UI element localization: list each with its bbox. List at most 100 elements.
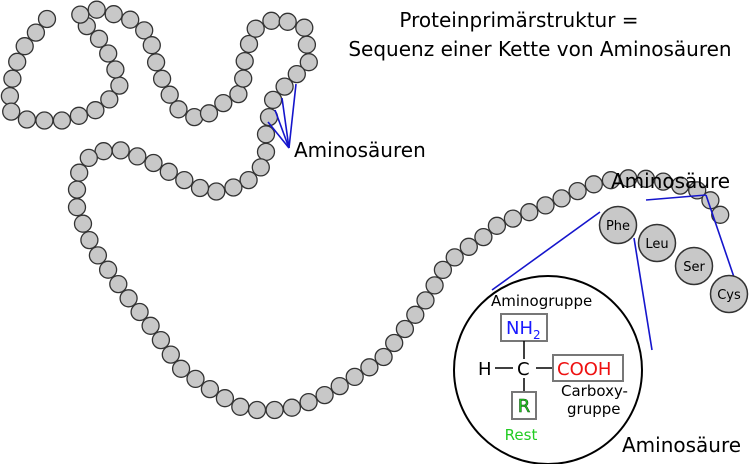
amino-acid-bead: [8, 52, 27, 71]
residue-bead-cys: [709, 274, 749, 314]
amino-acid-bead: [159, 162, 178, 181]
amino-acid-bead: [121, 10, 140, 29]
amino-acid-bead: [251, 158, 270, 177]
residue-label-ser: Ser: [683, 260, 705, 275]
amino-acid-bead: [711, 205, 730, 224]
amino-acid-bead: [171, 359, 191, 378]
amino-acid-bead: [433, 260, 453, 280]
amino-acid-bead: [636, 169, 656, 188]
amino-acid-bead: [503, 209, 523, 228]
amino-acids-label: Aminosäuren: [294, 138, 426, 162]
amino-acid-bead: [144, 153, 163, 173]
amino-acid-bead: [224, 178, 243, 197]
amino-acid-bead: [86, 101, 105, 120]
amino-acid-bead: [406, 305, 425, 324]
amino-acid-bead: [141, 316, 160, 335]
residue-box: [511, 391, 537, 420]
amino-acid-bead: [169, 100, 188, 119]
amino-acid-bead: [160, 85, 179, 104]
amino-acid-bead: [256, 125, 276, 144]
residue-bead-phe: [598, 205, 638, 245]
amino-acid-bead: [654, 172, 673, 191]
amino-acid-bead: [239, 170, 258, 190]
amino-acid-bead: [275, 77, 294, 96]
residue-beads: Phe Leu Ser Cys: [598, 205, 749, 314]
residue-label-phe: Phe: [606, 219, 630, 234]
carbon-atom: C: [517, 359, 530, 380]
amino-acid-bead: [416, 291, 435, 310]
amino-acid-bead: [161, 345, 180, 364]
amino-acid-structure: Aminogruppe NH2 C H COOH Carboxy- gruppe…: [478, 292, 628, 444]
amino-acid-bead: [345, 367, 364, 387]
amino-acid-bead: [459, 237, 478, 256]
amino-acid-bead: [385, 333, 404, 353]
amino-acid-bead: [106, 60, 125, 79]
amino-acid-bead: [374, 347, 393, 367]
amino-acid-bead: [52, 111, 72, 130]
amino-acid-bead: [99, 44, 118, 63]
amino-acid-label-top: Aminosäure: [611, 169, 730, 193]
amino-acid-bead: [263, 90, 283, 110]
amino-acid-bead: [88, 246, 108, 265]
amino-acid-bead: [671, 176, 690, 195]
amino-group-formula: NH2: [506, 318, 541, 342]
amino-acid-bead: [315, 385, 334, 405]
residue-bead-leu: [637, 223, 677, 263]
amino-acid-bead: [2, 102, 21, 121]
amino-acid-bead: [119, 289, 138, 308]
residue-symbol: R: [518, 396, 531, 417]
amino-acid-bead: [487, 216, 507, 235]
amino-acid-bead: [175, 170, 194, 190]
amino-acid-bead: [552, 189, 571, 208]
amino-acid-bead: [80, 230, 99, 250]
amino-acid-bead: [142, 36, 161, 55]
amino-acid-bead: [231, 397, 250, 416]
amino-acid-bead: [246, 19, 265, 38]
amino-acid-bead: [262, 11, 281, 30]
amino-acid-pointer-lines: [267, 83, 297, 149]
amino-acid-bead: [299, 392, 318, 412]
amino-acid-bead: [239, 34, 259, 54]
amino-acid-bead: [79, 148, 98, 168]
zoom-lines: [491, 194, 737, 351]
amino-acid-bead: [135, 21, 154, 40]
amino-acid-bead: [89, 29, 109, 48]
amino-acid-bead: [87, 0, 106, 19]
amino-acid-bead: [3, 69, 22, 88]
amino-acid-bead: [207, 182, 226, 201]
amino-acid-bead: [109, 274, 128, 294]
amino-acid-bead: [190, 178, 210, 198]
amino-acid-bead: [297, 35, 317, 54]
residue-bead-ser: [674, 246, 714, 286]
title-line-2: Sequenz einer Kette von Aminosäuren: [348, 37, 731, 61]
amino-acid-bead: [152, 69, 172, 88]
amino-acid-bead: [247, 400, 267, 420]
amino-acid-bead: [70, 163, 89, 182]
amino-acid-bead: [215, 389, 235, 408]
amino-acid-bead: [584, 175, 603, 194]
amino-acid-bead: [98, 260, 118, 279]
amino-acid-bead: [67, 180, 87, 199]
amino-acid-bead: [330, 376, 349, 396]
title-line-1: Proteinprimärstruktur =: [399, 8, 638, 32]
amino-acid-bead: [0, 86, 20, 106]
amino-acid-bead: [67, 198, 87, 217]
amino-acid-chain: [0, 0, 730, 420]
amino-acid-bead: [111, 141, 130, 160]
amino-acid-bead: [474, 227, 493, 247]
amino-acid-bead: [568, 181, 587, 201]
residue-label-cys: Cys: [717, 288, 741, 303]
amino-acid-bead: [295, 18, 314, 37]
amino-group-label: Aminogruppe: [491, 292, 592, 310]
amino-acid-bead: [110, 76, 129, 95]
amino-acid-bead: [128, 147, 147, 166]
amino-acid-bead: [26, 23, 46, 42]
amino-acid-bead: [186, 369, 205, 389]
amino-acid-bead: [229, 84, 248, 104]
amino-acid-bead: [299, 53, 318, 72]
amino-acid-bead: [15, 37, 34, 56]
amino-acid-bead: [425, 276, 444, 295]
amino-acid-bead: [37, 9, 57, 29]
amino-acid-bead: [214, 93, 233, 113]
